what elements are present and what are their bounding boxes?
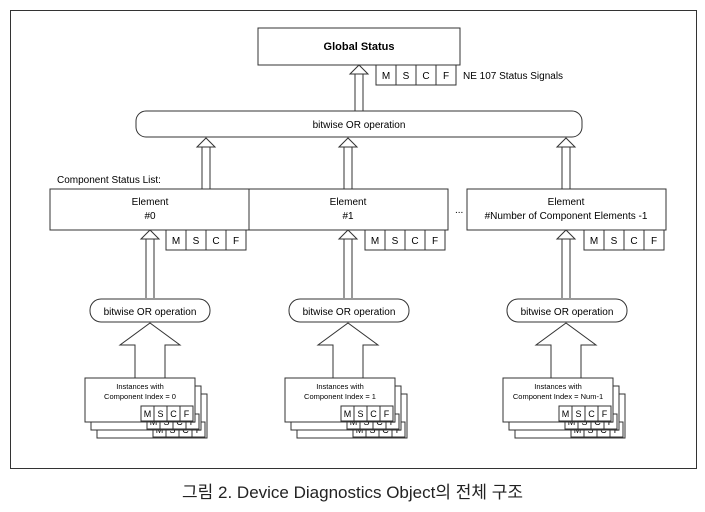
top-or-label: bitwise OR operation xyxy=(313,120,406,131)
svg-text:M: M xyxy=(590,236,598,247)
element-0-flags: M S C F xyxy=(165,229,247,251)
svg-text:C: C xyxy=(630,236,637,247)
svg-text:S: S xyxy=(193,236,200,247)
element-0-line1: Element xyxy=(132,197,169,208)
svg-text:F: F xyxy=(432,236,438,247)
element-1-line1: Element xyxy=(330,197,367,208)
instance-flag: S xyxy=(357,409,363,419)
instance-flag: C xyxy=(170,409,177,419)
element-2-flags: M S C F xyxy=(583,229,665,251)
instance-line2-1: Component Index = 1 xyxy=(304,392,376,401)
svg-text:F: F xyxy=(233,236,239,247)
instance-line1-1: Instances with xyxy=(316,382,364,391)
svg-text:S: S xyxy=(392,236,399,247)
instance-flag: S xyxy=(575,409,581,419)
flag-s: S xyxy=(403,71,410,82)
or-label-0: bitwise OR operation xyxy=(104,307,197,318)
instance-flag: M xyxy=(144,409,152,419)
instance-flag: F xyxy=(602,409,608,419)
element-2-box xyxy=(466,188,667,231)
up-arrows xyxy=(118,64,598,379)
svg-text:S: S xyxy=(611,236,618,247)
instance-line1-0: Instances with xyxy=(116,382,164,391)
element-0-box xyxy=(49,188,250,231)
flag-c: C xyxy=(422,71,429,82)
instance-flag: M xyxy=(562,409,570,419)
top-or-box xyxy=(135,110,583,138)
or-box-2 xyxy=(506,298,628,323)
instance-line2-0: Component Index = 0 xyxy=(104,392,176,401)
or-box-1 xyxy=(288,298,410,323)
element-2-line2: #Number of Component Elements -1 xyxy=(485,211,648,222)
or-label-2: bitwise OR operation xyxy=(521,307,614,318)
instance-flag: C xyxy=(588,409,595,419)
instance-flag: M xyxy=(344,409,352,419)
element-1-line2: #1 xyxy=(342,211,354,222)
element-1-box xyxy=(248,188,449,231)
flag-m: M xyxy=(382,71,390,82)
figure-caption: 그림 2. Device Diagnostics Object의 전체 구조 xyxy=(182,483,523,502)
element-0-line2: #0 xyxy=(144,211,156,222)
instance-flag: F xyxy=(384,409,390,419)
ellipsis: ... xyxy=(455,205,463,216)
instance-flag: F xyxy=(184,409,190,419)
global-status-title: Global Status xyxy=(324,41,395,53)
instance-flag: C xyxy=(370,409,377,419)
instance-line2-2: Component Index = Num-1 xyxy=(513,392,603,401)
element-2-line1: Element xyxy=(548,197,585,208)
component-list-label: Component Status List: xyxy=(57,175,161,186)
global-flags: M S C F xyxy=(375,64,457,86)
svg-text:M: M xyxy=(172,236,180,247)
element-1-flags: M S C F xyxy=(364,229,446,251)
global-status-box xyxy=(257,27,461,66)
or-box-0 xyxy=(89,298,211,323)
svg-text:C: C xyxy=(411,236,418,247)
instance-flag: S xyxy=(157,409,163,419)
svg-text:M: M xyxy=(371,236,379,247)
flag-f: F xyxy=(443,71,449,82)
instance-line1-2: Instances with xyxy=(534,382,582,391)
ne107-label: NE 107 Status Signals xyxy=(463,71,563,82)
or-label-1: bitwise OR operation xyxy=(303,307,396,318)
svg-text:C: C xyxy=(212,236,219,247)
svg-text:F: F xyxy=(651,236,657,247)
